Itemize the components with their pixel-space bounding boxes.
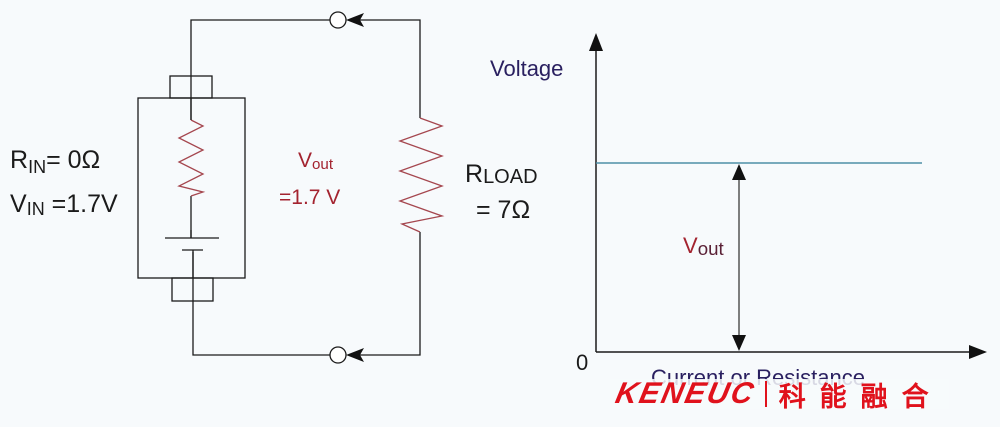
wire-top-left	[190, 19, 331, 120]
x-axis-arrow-icon	[969, 345, 987, 359]
current-arrow-bottom-icon	[346, 348, 364, 362]
source-enclosure	[137, 97, 246, 279]
wire-bottom-left	[192, 252, 331, 356]
r-load-value: = 7Ω	[476, 196, 531, 224]
output-terminal-bottom	[329, 346, 347, 364]
output-terminal-top	[329, 11, 347, 29]
watermark-separator	[764, 381, 767, 407]
origin-label: 0	[576, 350, 589, 375]
v-in-label: VIN =1.7V	[10, 190, 118, 220]
vout-graph-label: Vout	[683, 233, 724, 259]
current-arrow-top-icon	[346, 13, 364, 27]
internal-resistor	[177, 119, 206, 197]
r-load-label: RLOAD	[465, 160, 538, 189]
vout-arrow-down-icon	[732, 335, 746, 351]
load-resistor	[398, 117, 445, 233]
vout-arrow-up-icon	[732, 164, 746, 180]
watermark-logo: KENEUC 科能融合	[610, 377, 949, 413]
watermark-brand: KENEUC	[612, 377, 759, 410]
graph	[589, 33, 987, 359]
wire-bottom-right	[352, 232, 421, 356]
circuit-wires	[190, 19, 421, 356]
r-in-label: RIN= 0Ω	[10, 146, 101, 178]
y-axis-arrow-icon	[589, 33, 603, 51]
battery-icon	[165, 98, 219, 278]
wire-top-right	[352, 19, 421, 118]
y-axis-label: Voltage	[490, 56, 564, 81]
v-out-circuit-label: Vout	[298, 149, 334, 173]
v-out-circuit-value: =1.7 V	[279, 186, 341, 209]
watermark-chinese: 科能融合	[778, 381, 943, 413]
